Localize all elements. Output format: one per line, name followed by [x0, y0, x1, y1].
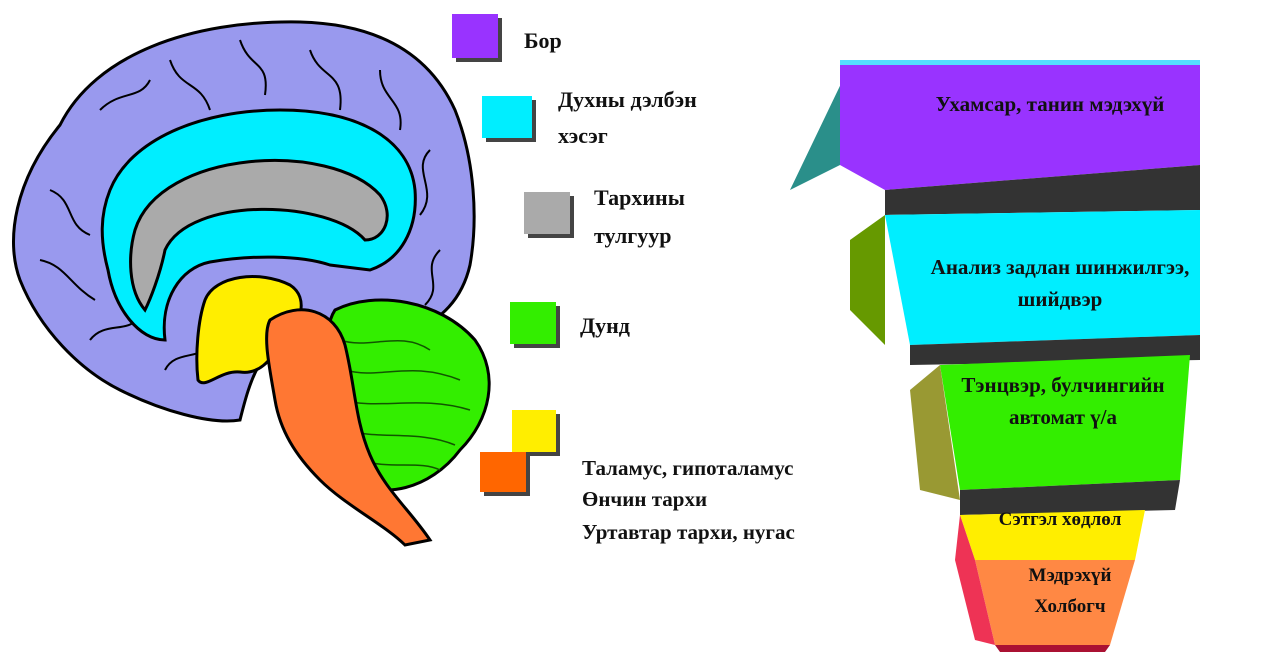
- pyramid-label-2b: шийдвэр: [890, 284, 1230, 316]
- pyramid-label-2a: Анализ задлан шинжилгээ,: [890, 252, 1230, 284]
- legend-swatch-yellow: [512, 410, 556, 452]
- legend-swatch-green: [510, 302, 556, 344]
- pyramid-label-5a: Мэдрэхүй: [990, 562, 1150, 591]
- pyramid-label-1: Ухамсар, танин мэдэхүй: [880, 89, 1220, 121]
- legend-swatch-orange: [480, 452, 526, 492]
- hierarchy-pyramid: [760, 40, 1269, 652]
- legend-label-brainstem-1: Тархины: [594, 182, 685, 214]
- legend-label-brainstem-2: тулгуур: [594, 220, 672, 252]
- pyramid-label-3a: Тэнцвэр, булчингийн: [908, 370, 1218, 402]
- pyramid-label-5b: Холбогч: [990, 593, 1150, 622]
- legend-label-cortex: Бор: [524, 25, 562, 57]
- legend-label-midbrain: Өнчин тархи: [582, 484, 707, 514]
- legend-swatch-cyan: [482, 96, 532, 138]
- legend-swatch-purple: [452, 14, 498, 58]
- brain-illustration: [0, 0, 500, 560]
- pyramid-label-4: Сэтгэл хөдлөл: [980, 506, 1140, 535]
- legend-label-middle: Дунд: [580, 310, 630, 342]
- legend-label-limbic-2: хэсэг: [558, 120, 608, 152]
- legend-swatch-gray: [524, 192, 570, 234]
- pyramid-label-3b: автомат ү/а: [908, 402, 1218, 434]
- legend-label-limbic-1: Духны дэлбэн: [558, 84, 697, 116]
